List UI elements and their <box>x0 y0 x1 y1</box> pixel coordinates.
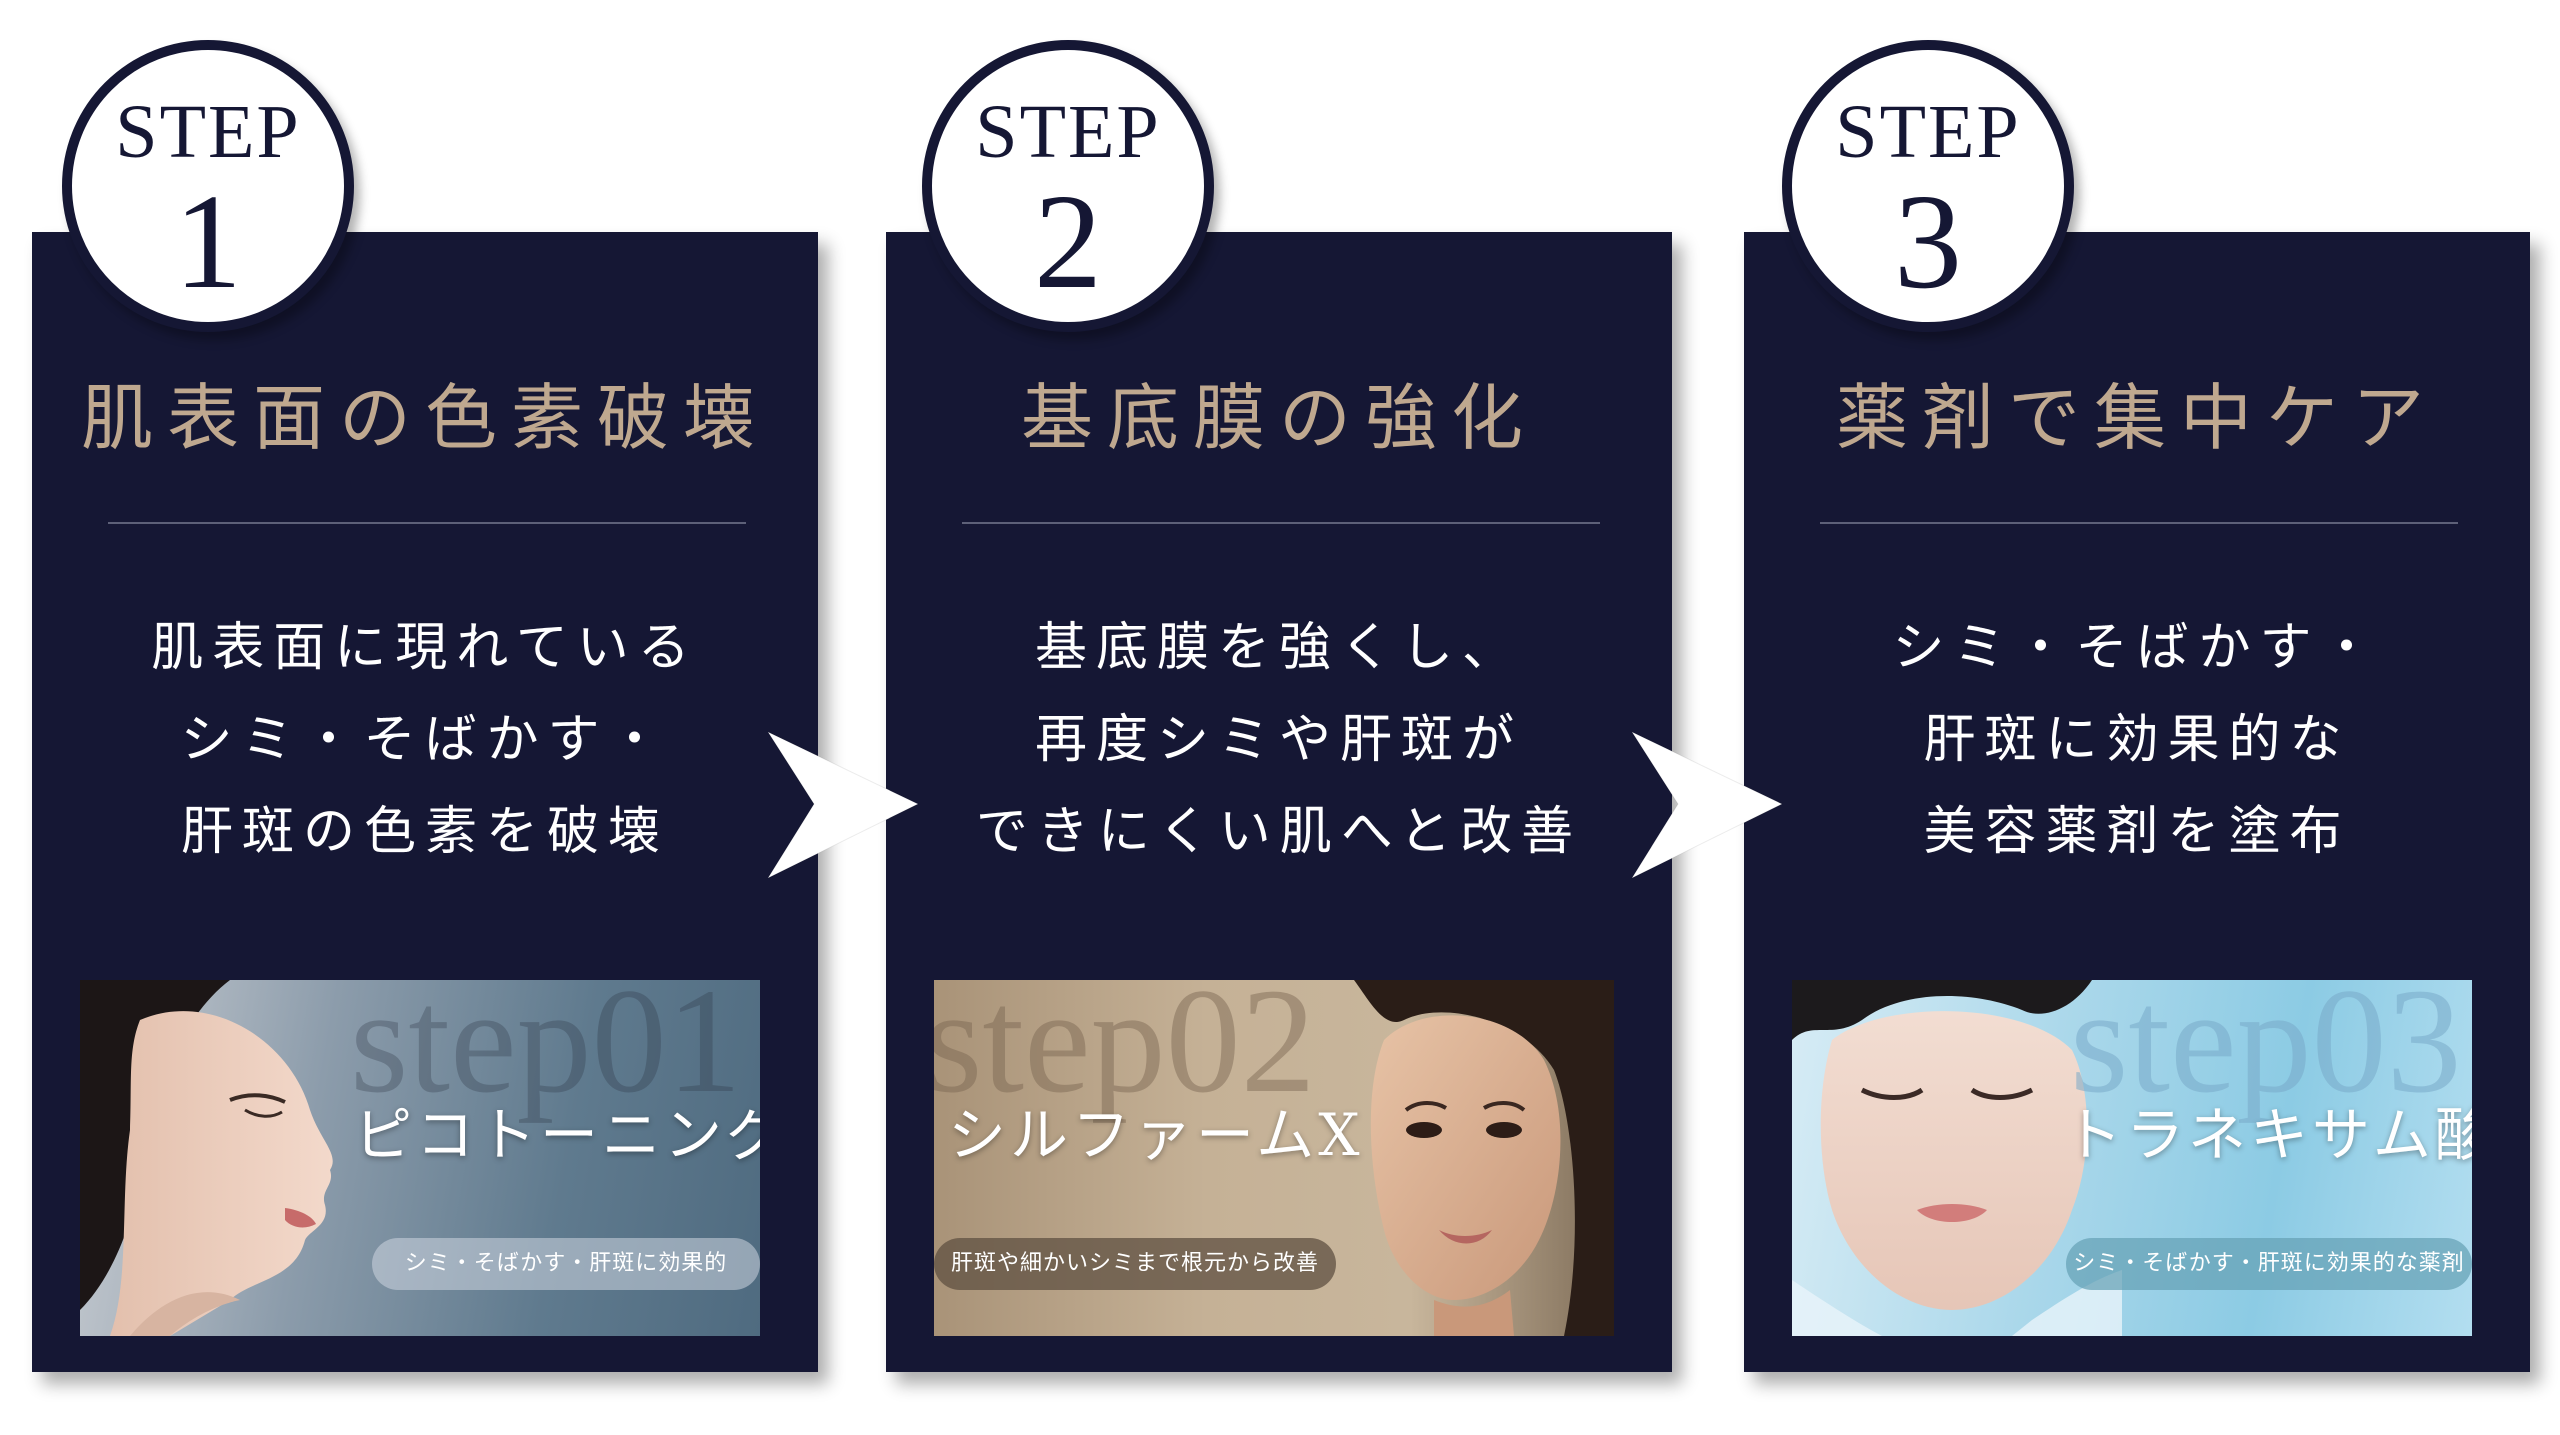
step-2-card: 基底膜の強化 基底膜を強くし、 再度シミや肝斑が できにくい肌へと改善 step… <box>886 232 1672 1372</box>
step-1-badge-word: STEP <box>115 90 301 174</box>
step-2-description: 基底膜を強くし、 再度シミや肝斑が できにくい肌へと改善 <box>886 602 1672 878</box>
step-3-badge-word: STEP <box>1835 90 2021 174</box>
step-2-description-line-2: 再度シミや肝斑が <box>1034 710 1523 770</box>
step-2-watermark: step02 <box>934 980 1316 1124</box>
step-2-badge-word: STEP <box>975 90 1161 174</box>
step-3-card: 薬剤で集中ケア シミ・そばかす・ 肝斑に効果的な 美容薬剤を塗布 step03 … <box>1744 232 2530 1372</box>
step-3-treatment-name: トラネキサム酸 <box>2064 1101 2472 1169</box>
step-3-tagline: シミ・そばかす・肝斑に効果的な薬剤 <box>2066 1238 2472 1290</box>
step-1-description-line-1: 肌表面に現れている <box>151 618 699 678</box>
step-3-description-line-1: シミ・そばかす・ <box>1892 618 2382 678</box>
step-3-title: 薬剤で集中ケア <box>1835 376 2438 460</box>
step-1-description: 肌表面に現れている シミ・そばかす・ 肝斑の色素を破壊 <box>32 602 818 878</box>
step-1-face-image <box>80 980 333 1336</box>
step-1-badge: STEP 1 <box>62 40 354 332</box>
step-1-treatment-name: ピコトーニング <box>354 1101 760 1169</box>
step-2-badge: STEP 2 <box>922 40 1214 332</box>
step-2-title: 基底膜の強化 <box>1020 376 1537 460</box>
step-3-watermark: step03 <box>2070 980 2462 1124</box>
step-1-description-line-3: 肝斑の色素を破壊 <box>180 802 669 862</box>
step-3-description-line-3: 美容薬剤を塗布 <box>1923 802 2351 862</box>
step-3-badge-number: 3 <box>1894 167 1962 317</box>
step-3-badge: STEP 3 <box>1782 40 2074 332</box>
step-2-description-line-3: できにくい肌へと改善 <box>975 802 1583 862</box>
step-3-divider <box>1820 522 2458 524</box>
step-3-description: シミ・そばかす・ 肝斑に効果的な 美容薬剤を塗布 <box>1744 602 2530 878</box>
step-2-face-image <box>1354 980 1614 1336</box>
step-2-badge-number: 2 <box>1034 167 1102 317</box>
step-3-treatment-banner: step03 トラネキサム酸 シミ・そばかす・肝斑に効果的な薬剤 <box>1792 980 2472 1336</box>
step-2-tagline: 肝斑や細かいシミまで根元から改善 <box>934 1238 1336 1290</box>
step-1-description-line-2: シミ・そばかす・ <box>180 710 670 770</box>
step-2-treatment-name: シルファームX <box>948 1101 1364 1169</box>
step-2-description-line-1: 基底膜を強くし、 <box>1034 618 1523 678</box>
step-2-treatment-banner: step02 シルファームX 肝斑や細かいシミまで根元から改善 <box>934 980 1614 1336</box>
step-1-watermark: step01 <box>350 980 742 1124</box>
step-1-card: 肌表面の色素破壊 肌表面に現れている シミ・そばかす・ 肝斑の色素を破壊 ste… <box>32 232 818 1372</box>
step-1-treatment-banner: step01 ピコトーニング シミ・そばかす・肝斑に効果的 <box>80 980 760 1336</box>
step-1-title: 肌表面の色素破壊 <box>80 376 769 460</box>
chevron-right-icon <box>768 732 920 879</box>
step-1-tagline: シミ・そばかす・肝斑に効果的 <box>372 1238 760 1290</box>
step-3-description-line-2: 肝斑に効果的な <box>1923 710 2351 770</box>
step-2-divider <box>962 522 1600 524</box>
step-1-divider <box>108 522 746 524</box>
step-1-badge-number: 1 <box>174 167 242 317</box>
chevron-right-icon <box>1632 732 1784 879</box>
